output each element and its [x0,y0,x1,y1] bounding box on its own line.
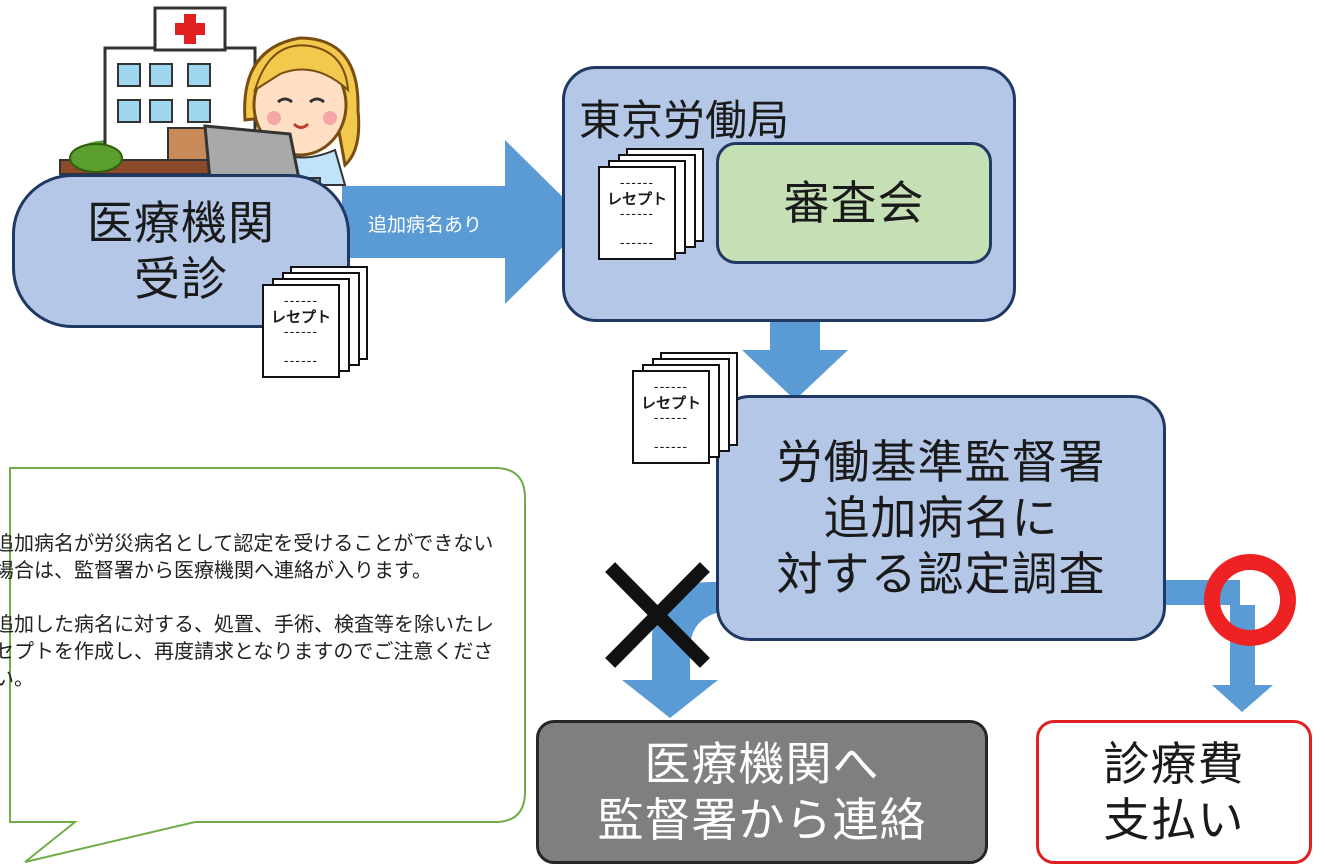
node-kantoku-line1: 労働基準監督署 [776,434,1106,489]
node-contact-line2: 監督署から連絡 [597,793,927,847]
receipt-label: レセプト [606,189,667,208]
receipt-stack-tokyo: ------ レセプト ------ ------ [598,148,708,260]
node-shinsakai: 審査会 [716,142,992,264]
receipt-dash: ------ [283,324,319,340]
reject-cross [605,562,710,668]
receipt-dash: ------ [653,379,689,395]
arrow-label: 追加病名あり [368,214,483,236]
note-bubble [9,467,526,863]
hospital-illustration [59,6,261,176]
node-medical-line1: 医療機関 [87,195,275,250]
arrow-to-contact [622,582,740,718]
receipt-stack-medical: ------ レセプト ------ ------ [262,266,372,378]
node-payment-line1: 診療費 [1103,736,1245,791]
node-tokyo-title: 東京労働局 [579,96,790,145]
node-payment-line2: 支払い [1103,793,1245,847]
node-kantoku-line2: 追加病名に [823,490,1059,545]
node-contact-line1: 医療機関へ [644,736,880,791]
node-payment: 診療費 支払い [1036,720,1312,864]
arrow-to-payment-h [1165,580,1240,605]
receipt-dash: ------ [653,439,689,455]
receipt-stack-kantoku: ------ レセプト ------ ------ [632,352,742,464]
receipt-label: レセプト [640,393,701,412]
receipt-dash: ------ [283,353,319,369]
node-kantoku-line3: 対する認定調査 [776,547,1106,602]
node-shinsakai-label: 審査会 [783,175,925,230]
receipt-dash: ------ [619,175,655,191]
note-para2: 追加した病名に対する、処置、手術、検査等を除いたレセプトを作成し、再度請求となり… [0,612,494,690]
receipt-dash: ------ [283,293,319,309]
arrow-to-tokyo [342,140,588,304]
receipt-label: レセプト [270,307,331,326]
node-medical-line2: 受診 [134,252,228,306]
receipt-dash: ------ [619,235,655,251]
node-kantoku: 労働基準監督署 追加病名に 対する認定調査 [716,395,1166,641]
approve-ring [1204,554,1296,646]
receipt-dash: ------ [619,206,655,222]
node-contact: 医療機関へ 監督署から連絡 [536,720,988,864]
receipt-dash: ------ [653,410,689,426]
note-para1: 追加病名が労災病名として認定を受けることができない場合は、監督署から医療機関へ連… [0,531,494,582]
arrow-to-payment-v [1212,605,1273,712]
note-text: 追加病名が労災病名として認定を受けることができない場合は、監督署から医療機関へ連… [0,530,499,692]
